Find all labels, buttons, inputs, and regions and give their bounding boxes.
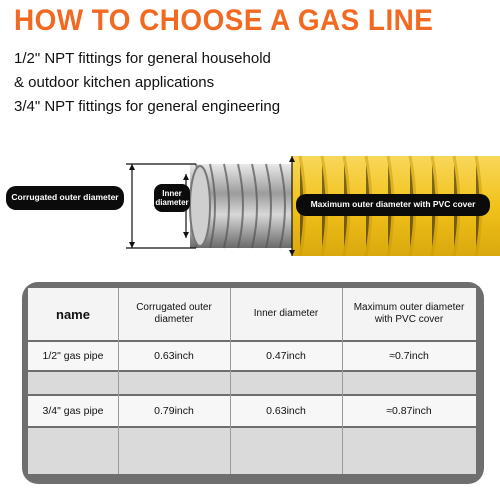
table-row: 3/4" gas pipe 0.79inch 0.63inch ≈0.87inc… (28, 396, 476, 426)
max-diameter-label: Maximum outer diameter with PVC cover (296, 194, 490, 216)
row-2-inner: 0.63inch (266, 405, 306, 417)
column-divider (342, 288, 343, 474)
row-2-name: 3/4" gas pipe (42, 405, 104, 417)
size-table: name Corrugated outer diameter Inner dia… (28, 288, 476, 474)
description-line-3: 3/4" NPT fittings for general engineerin… (14, 98, 281, 115)
description-line-1: 1/2" NPT fittings for general household (14, 50, 271, 67)
description-line-2: & outdoor kitchen applications (14, 74, 215, 91)
header-name: name (56, 306, 90, 322)
inner-diameter-label: Inner diameter (154, 184, 190, 212)
row-1-name: 1/2" gas pipe (42, 350, 104, 362)
row-1-inner: 0.47inch (266, 350, 306, 362)
table-row: 1/2" gas pipe 0.63inch 0.47inch ≈0.7inch (28, 342, 476, 370)
size-table-panel: name Corrugated outer diameter Inner dia… (22, 282, 484, 484)
row-2-corrugated: 0.79inch (154, 405, 194, 417)
page-title: HOW TO CHOOSE A GAS LINE (14, 4, 434, 37)
inner-opening (189, 165, 211, 247)
header-max-outer: Maximum outer diameter with PVC cover (353, 301, 465, 326)
header-corrugated: Corrugated outer diameter (136, 301, 212, 326)
table-header-row: name Corrugated outer diameter Inner dia… (28, 288, 476, 340)
table-spacer-row (28, 428, 476, 474)
row-1-corrugated: 0.63inch (154, 350, 194, 362)
column-divider (230, 288, 231, 474)
corrugated-diameter-label: Corrugated outer diameter (6, 186, 124, 210)
row-1-max-outer: ≈0.7inch (389, 350, 429, 362)
table-spacer-row (28, 372, 476, 394)
header-inner: Inner diameter (253, 307, 319, 319)
row-2-max-outer: ≈0.87inch (386, 405, 432, 417)
column-divider (118, 288, 119, 474)
